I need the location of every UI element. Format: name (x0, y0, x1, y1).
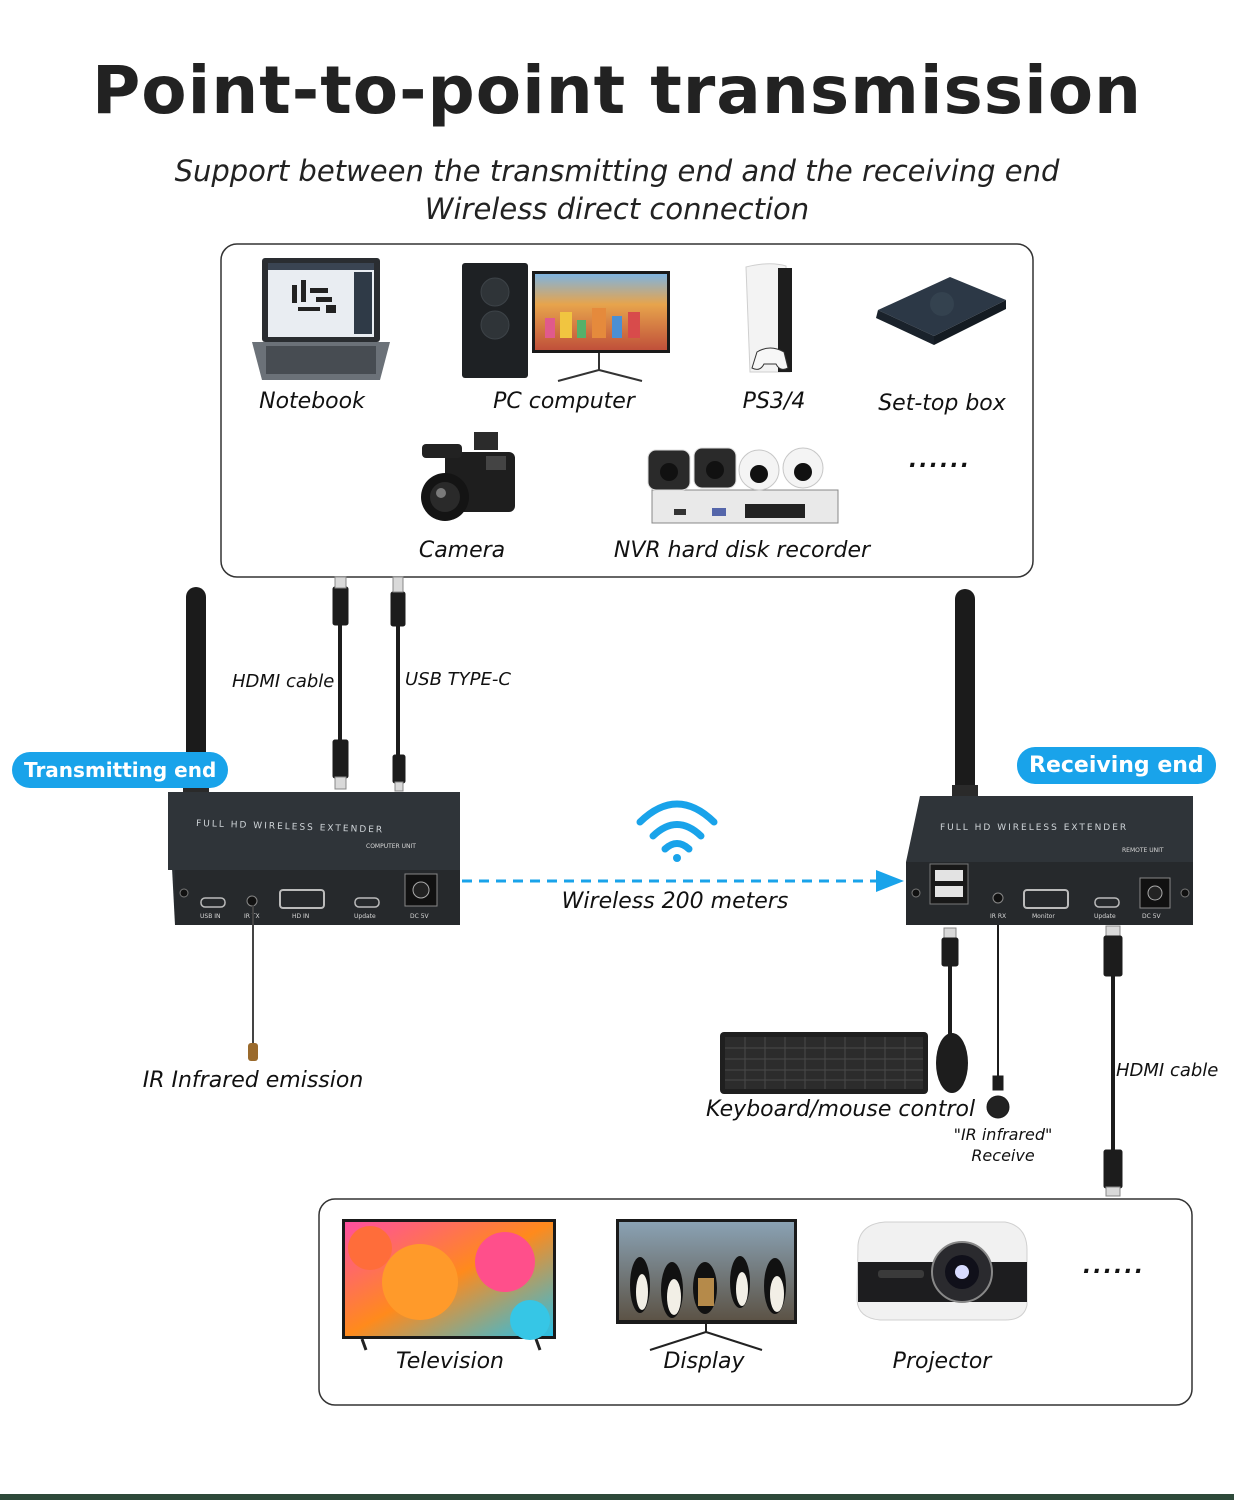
receiver-cables (941, 925, 1123, 1197)
receiver-hdmi-cable-label: HDMI cable (1116, 1060, 1219, 1081)
projector-icon (856, 1221, 1028, 1321)
receiver-device-text: FULL HD WIRELESS EXTENDER (940, 823, 1128, 833)
rx-port-dc: DC 5V (1142, 913, 1162, 920)
tx-port-usb-in: USB IN (200, 913, 220, 920)
camera-icon (421, 432, 515, 521)
nvr-recorder-icon (647, 447, 839, 524)
display-icon (616, 1219, 797, 1351)
receiver-box: FULL HD WIRELESS EXTENDER REMOTE UNIT IR… (906, 796, 1193, 925)
source-label-camera: Camera (418, 538, 506, 563)
rx-port-monitor: Monitor (1032, 913, 1055, 920)
wireless-link (462, 870, 904, 892)
ir-receive-label-line-2: Receive (971, 1146, 1035, 1165)
keyboard-mouse-label: Keyboard/mouse control (706, 1097, 976, 1122)
output-label-television: Television (395, 1349, 504, 1374)
ir-emitter-cable (248, 905, 258, 1061)
usb-type-c-label: USB TYPE-C (405, 669, 511, 690)
output-label-projector: Projector (892, 1349, 992, 1374)
bottom-border (0, 1494, 1234, 1500)
subtitle-line-1: Support between the transmitting end and… (174, 154, 1060, 188)
tx-port-ir-tx: IR TX (244, 913, 260, 920)
ps-console-icon (745, 263, 792, 373)
set-top-box-icon (876, 277, 1006, 345)
source-label-more: ...... (908, 448, 972, 473)
wireless-range-label: Wireless 200 meters (561, 889, 789, 914)
receiver-antenna (952, 589, 978, 801)
wifi-icon (636, 800, 718, 862)
rx-port-ir-rx: IR RX (990, 913, 1006, 920)
source-label-ps: PS3/4 (742, 389, 806, 414)
subtitle-line-2: Wireless direct connection (424, 192, 810, 226)
transmitting-end-badge: Transmitting end (12, 752, 229, 788)
top-cables (332, 576, 406, 792)
source-label-nvr: NVR hard disk recorder (613, 538, 871, 563)
output-label-display: Display (663, 1349, 745, 1374)
source-label-notebook: Notebook (259, 389, 365, 414)
keyboard-mouse-icon (720, 1032, 968, 1094)
ir-emission-label: IR Infrared emission (142, 1068, 364, 1093)
source-label-set-top-box: Set-top box (878, 391, 1006, 416)
ir-receive-label-line-1: "IR infrared" (953, 1125, 1053, 1144)
page-title: Point-to-point transmission (91, 52, 1143, 129)
pc-computer-icon (462, 263, 670, 382)
tx-port-dc: DC 5V (410, 913, 430, 920)
television-icon (342, 1219, 556, 1351)
tx-port-update: Update (354, 913, 376, 920)
transmitter-box: FULL HD WIRELESS EXTENDER COMPUTER UNIT … (168, 792, 460, 925)
notebook-icon (252, 258, 390, 380)
output-label-more: ...... (1082, 1254, 1146, 1279)
hdmi-cable-label: HDMI cable (232, 671, 335, 692)
receiver-unit-text: REMOTE UNIT (1122, 847, 1164, 854)
rx-port-update: Update (1094, 913, 1116, 920)
source-label-pc: PC computer (493, 389, 635, 414)
tx-port-hd-in: HD IN (292, 913, 309, 920)
transmitter-unit-text: COMPUTER UNIT (366, 843, 416, 850)
receiving-end-badge: Receiving end (1017, 747, 1216, 784)
